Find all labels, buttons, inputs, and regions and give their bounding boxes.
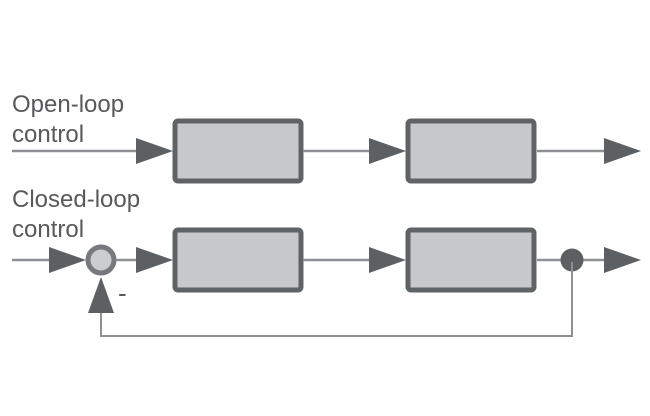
closed-loop-mid-arrowhead-icon xyxy=(369,247,406,273)
open-loop-output-arrowhead-icon xyxy=(604,138,641,164)
open-loop-label: Open-loop control xyxy=(12,91,125,148)
feedback-path xyxy=(100,262,573,337)
open-loop-mid-arrowhead-icon xyxy=(369,138,406,164)
summing-junction xyxy=(85,244,117,276)
open-loop-block-1 xyxy=(172,118,304,184)
open-loop-block-2 xyxy=(405,118,537,184)
open-loop-input-arrowhead-icon xyxy=(136,138,173,164)
closed-loop-label: Closed-loop control xyxy=(12,186,141,243)
minus-sign: - xyxy=(118,278,127,308)
closed-loop-block-2 xyxy=(405,227,537,293)
pickoff-node xyxy=(560,248,584,272)
closed-loop-block-1 xyxy=(172,227,304,293)
feedback-arrowhead-icon xyxy=(88,277,114,313)
closed-loop-output-arrowhead-icon xyxy=(604,247,641,273)
closed-loop-block1-arrowhead-icon xyxy=(136,247,173,273)
closed-loop-input-arrowhead-icon xyxy=(49,247,86,273)
